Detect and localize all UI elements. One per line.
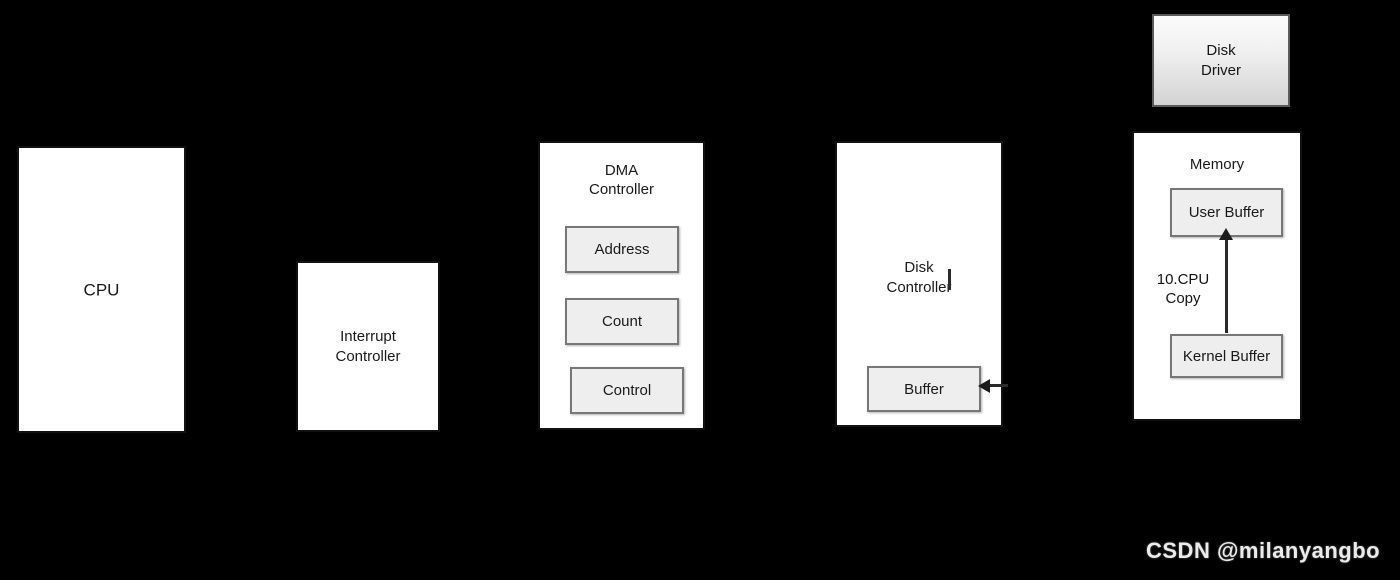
buffer-down-stub [948, 269, 951, 290]
csdn-watermark: CSDN @milanyangbo [1146, 538, 1381, 563]
disk-controller-buffer[interactable]: Buffer [867, 366, 981, 412]
dma-register-address[interactable]: Address [565, 226, 679, 273]
disk-controller-title: Disk Controller [886, 259, 952, 297]
disk-to-buffer-arrowhead [978, 379, 990, 393]
node-cpu[interactable]: CPU [17, 146, 186, 433]
dma-register-control[interactable]: Control [570, 367, 684, 414]
kernel-to-user-arrowhead [1219, 228, 1233, 240]
disk-to-buffer-line [990, 384, 1008, 387]
interrupt-controller-label: Interrupt Controller [335, 327, 401, 365]
cpu-copy-label: 10.CPU Copy [1156, 271, 1210, 307]
dma-register-count[interactable]: Count [565, 298, 679, 345]
kernel-to-user-line [1225, 235, 1228, 333]
node-dma-controller[interactable]: DMA Controller Address Count Control [538, 141, 705, 430]
node-disk-driver[interactable]: Disk Driver [1152, 14, 1290, 107]
cpu-label: CPU [83, 280, 120, 299]
node-interrupt-controller[interactable]: Interrupt Controller [296, 261, 440, 432]
memory-title: Memory [1189, 156, 1245, 173]
node-memory[interactable]: Memory User Buffer Kernel Buffer [1132, 131, 1302, 421]
dma-controller-title: DMA Controller [588, 162, 655, 198]
memory-kernel-buffer[interactable]: Kernel Buffer [1170, 334, 1283, 378]
